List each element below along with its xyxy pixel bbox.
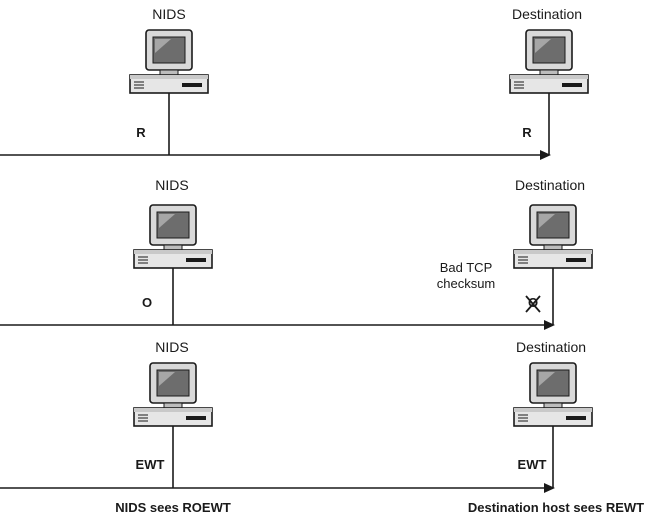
dest-label-1: Destination xyxy=(512,6,582,22)
bad-checksum-note-line1: Bad TCP xyxy=(440,260,493,275)
cross-out-icon xyxy=(525,295,541,313)
nids-packet-2: O xyxy=(142,295,152,310)
panel-3: NIDS EWT Destination EWT NIDS sees ROEWT… xyxy=(0,339,644,515)
nids-packet-3: EWT xyxy=(136,457,165,472)
computer-icon xyxy=(133,204,213,269)
dest-label-3: Destination xyxy=(516,339,586,355)
nids-label-1: NIDS xyxy=(152,6,185,22)
arrow-head-icon xyxy=(540,150,551,160)
arrow-head-icon xyxy=(544,483,555,493)
dest-label-2: Destination xyxy=(515,177,585,193)
computer-icon xyxy=(513,204,593,269)
dest-packet-1: R xyxy=(522,125,532,140)
nids-summary: NIDS sees ROEWT xyxy=(115,500,231,515)
computer-icon xyxy=(129,29,209,94)
arrow-head-icon xyxy=(544,320,555,330)
computer-icon xyxy=(509,29,589,94)
panel-2: NIDS O Destination Bad TCP checksum O xyxy=(0,177,593,330)
nids-label-2: NIDS xyxy=(155,177,188,193)
panel-1: NIDS R Destination R xyxy=(0,6,589,160)
nids-label-3: NIDS xyxy=(155,339,188,355)
dest-packet-2-dropped: O xyxy=(528,295,538,310)
computer-icon xyxy=(133,362,213,427)
nids-packet-1: R xyxy=(136,125,146,140)
destination-summary: Destination host sees REWT xyxy=(468,500,644,515)
computer-icon xyxy=(513,362,593,427)
dest-packet-3: EWT xyxy=(518,457,547,472)
bad-checksum-note-line2: checksum xyxy=(437,276,496,291)
